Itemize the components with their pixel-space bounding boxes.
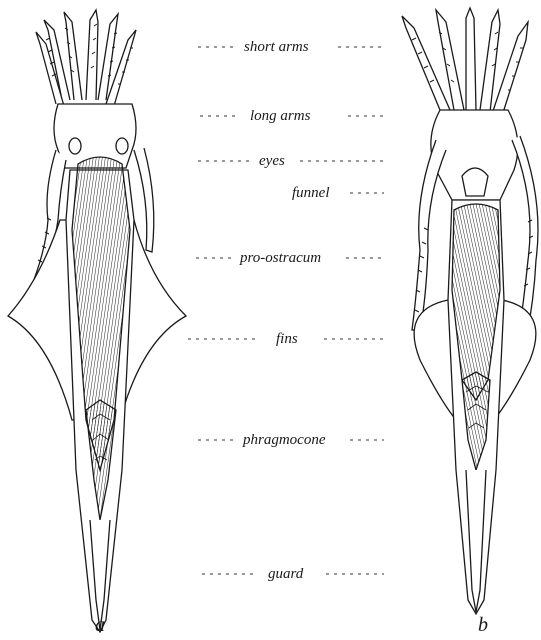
figure-a-drawing: [8, 10, 186, 632]
label-long-arms: long arms: [250, 107, 310, 125]
figure-label-a: a: [95, 614, 105, 637]
label-eyes: eyes: [259, 152, 285, 170]
figure-b-short-arms: [402, 8, 528, 116]
figure-b-funnel: [462, 168, 488, 196]
figure-b-drawing: [402, 8, 538, 614]
label-short-arms: short arms: [244, 38, 309, 56]
leader-lines: [188, 47, 384, 574]
figure-a-short-arms: [36, 10, 136, 106]
label-phragmocone: phragmocone: [243, 431, 326, 449]
label-pro-ostracum: pro-ostracum: [240, 249, 321, 267]
label-guard: guard: [268, 565, 303, 583]
label-funnel: funnel: [292, 184, 330, 202]
figure-label-b: b: [478, 614, 488, 637]
label-fins: fins: [276, 330, 298, 348]
